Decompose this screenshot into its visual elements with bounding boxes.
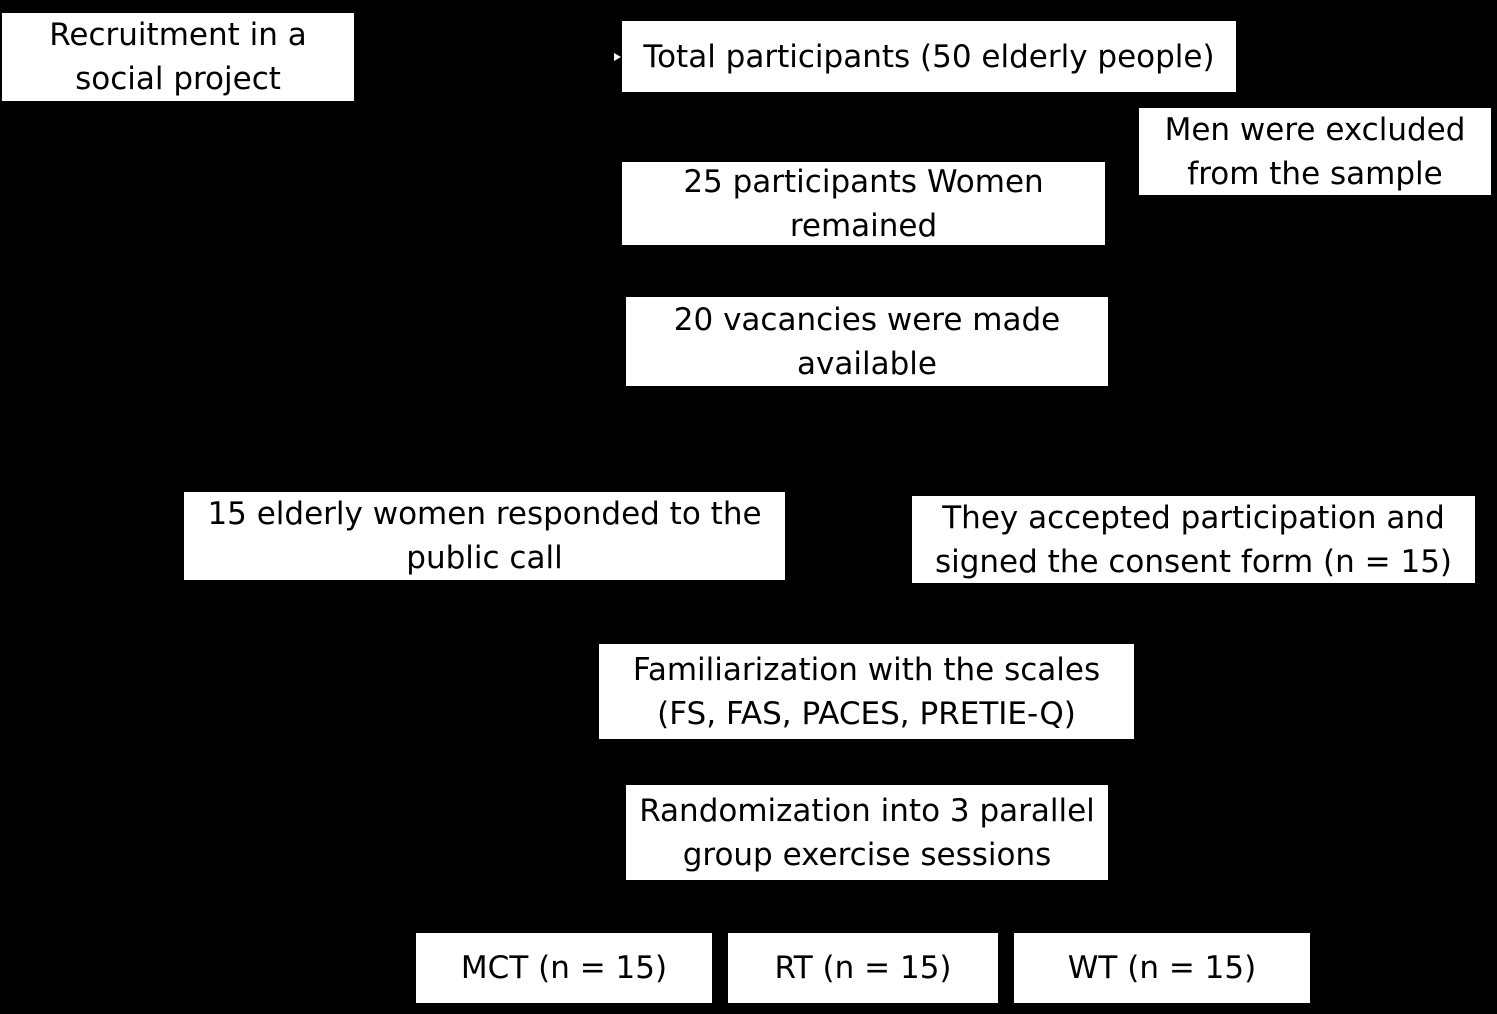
men-excluded-label: Men were excluded from the sample xyxy=(1164,111,1466,192)
total-participants-label: Total participants (50 elderly people) xyxy=(643,38,1215,75)
accepted-label: They accepted participation and signed t… xyxy=(934,499,1453,580)
total-participants-box: Total participants (50 elderly people) xyxy=(622,21,1236,92)
familiarization-box: Familiarization with the scales (FS, FAS… xyxy=(599,644,1134,739)
group-label-mct: MCT (n = 15) xyxy=(460,950,668,986)
arrowhead-total xyxy=(614,53,621,61)
accepted-box: They accepted participation and signed t… xyxy=(912,496,1475,583)
recruitment-label: Recruitment in a social project xyxy=(49,17,307,97)
responded-box: 15 elderly women responded to the public… xyxy=(184,492,785,580)
group-label-wt: WT (n = 15) xyxy=(1067,950,1257,986)
vacancies-label: 20 vacancies were made available xyxy=(673,301,1061,382)
men-excluded-box: Men were excluded from the sample xyxy=(1139,108,1491,195)
group-box-mct: MCT (n = 15) xyxy=(416,933,712,1003)
vacancies-box: 20 vacancies were made available xyxy=(626,297,1108,386)
group-box-rt: RT (n = 15) xyxy=(728,933,998,1003)
group-box-wt: WT (n = 15) xyxy=(1014,933,1310,1003)
women-remained-label: 25 participants Women remained xyxy=(683,163,1044,244)
recruitment-box: Recruitment in a social project xyxy=(2,13,354,101)
group-label-rt: RT (n = 15) xyxy=(774,950,952,986)
randomization-box: Randomization into 3 parallel group exer… xyxy=(626,785,1108,880)
randomization-label: Randomization into 3 parallel group exer… xyxy=(639,792,1095,873)
women-remained-box: 25 participants Women remained xyxy=(622,162,1105,245)
familiarization-label: Familiarization with the scales (FS, FAS… xyxy=(632,651,1101,732)
responded-label: 15 elderly women responded to the public… xyxy=(207,496,762,576)
